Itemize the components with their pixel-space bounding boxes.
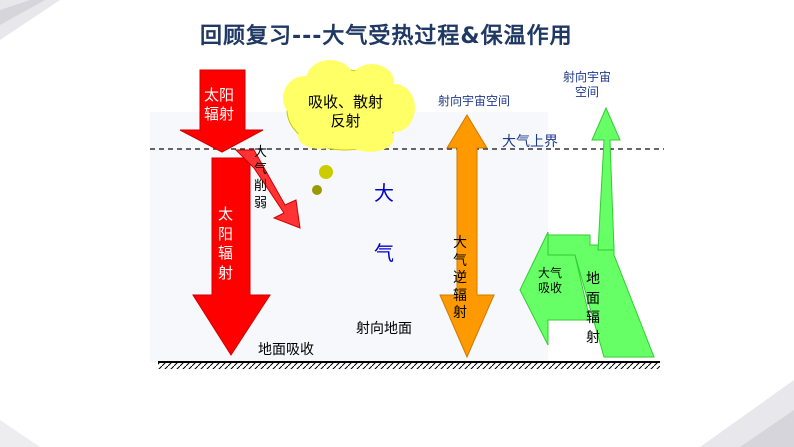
solar-radiation-main-arrow — [192, 157, 271, 356]
ground-radiation-label: 地 面 辐 射 — [586, 271, 600, 346]
corner-decor-bottom-right-inner — [740, 410, 794, 447]
atmosphere-weakening-arrow — [234, 149, 301, 229]
ground-line — [158, 361, 660, 369]
cloud-text: 吸收、散射 反射 — [308, 93, 384, 130]
solar-radiation-main-label: 太 阳 辐 射 — [218, 205, 234, 282]
to-space-label-2: 射向宇宙 空间 — [563, 70, 612, 99]
ground-to-space-arrow — [591, 106, 621, 251]
atmospheric-counter-radiation-arrow — [439, 114, 495, 359]
corner-decor-bottom-left — [0, 420, 40, 447]
solar-radiation-top-arrow — [179, 69, 264, 153]
ground-absorb-label: 地面吸收 — [258, 342, 314, 358]
to-ground-label: 射向地面 — [356, 321, 412, 337]
solar-radiation-top-label: 太阳 辐射 — [204, 86, 235, 123]
atmosphere-absorb-label: 大气 吸收 — [538, 266, 563, 295]
atmosphere-weakening-label: 大 气 削 弱 — [254, 145, 268, 211]
atmosphere-label: 大 气 — [374, 181, 394, 265]
atmosphere-top-label: 大气上界 — [502, 134, 558, 150]
page-title: 回顾复习---大气受热过程&保温作用 — [200, 24, 573, 49]
to-space-label-1: 射向宇宙空间 — [438, 94, 511, 108]
counter-radiation-label: 大 气 逆 辐 射 — [453, 235, 467, 321]
atmosphere-absorb-arrowhead — [519, 231, 591, 346]
corner-decor-top-left-inner — [0, 0, 45, 25]
cloud-shape — [283, 60, 415, 195]
